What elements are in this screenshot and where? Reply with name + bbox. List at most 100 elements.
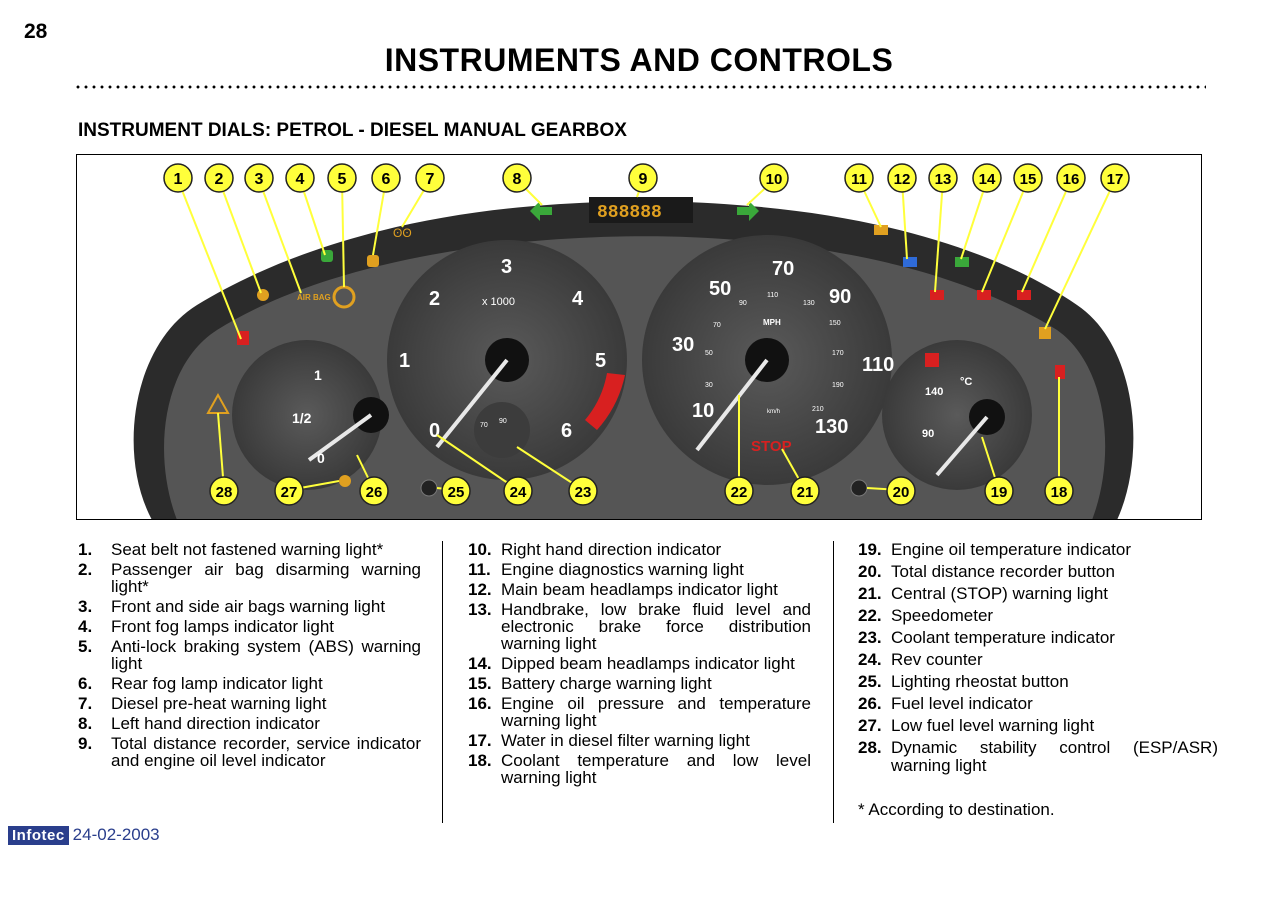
legend-item: 3.Front and side air bags warning light	[78, 597, 386, 616]
legend-item: 14.Dipped beam headlamps indicator light	[468, 654, 795, 673]
svg-text:MPH: MPH	[763, 318, 781, 327]
legend-item: 5.Anti-lock braking system (ABS) warning…	[78, 637, 421, 673]
svg-text:170: 170	[832, 350, 844, 357]
svg-text:12: 12	[894, 171, 911, 188]
callout-18: 18	[1044, 476, 1074, 506]
legend-item: 13.Handbrake, low brake fluid level and …	[468, 600, 811, 653]
airbag-icon: AIR BAG	[297, 293, 331, 302]
legend-item: 15.Battery charge warning light	[468, 674, 712, 693]
speedometer-ticks: 70 50 90 30 110 10 130	[672, 258, 894, 438]
legend-item: 22.Speedometer	[858, 606, 994, 625]
svg-text:16: 16	[1063, 171, 1080, 188]
callout-15: 15	[1013, 163, 1043, 193]
oil-temp-warning-icon	[925, 353, 939, 367]
fuel-gauge-face	[232, 340, 382, 490]
svg-text:1: 1	[174, 171, 183, 188]
legend-item: 17.Water in diesel filter warning light	[468, 731, 750, 750]
callout-3: 3	[244, 163, 274, 193]
svg-text:6: 6	[382, 171, 391, 188]
svg-text:5: 5	[338, 171, 347, 188]
column-divider	[442, 541, 443, 823]
svg-text:1/2: 1/2	[292, 410, 312, 426]
legend-item: 11.Engine diagnostics warning light	[468, 560, 744, 579]
footer-date: 24-02-2003	[72, 825, 160, 844]
preheat-icon: ʘʘ	[393, 226, 412, 240]
footer: Infotec 24-02-2003	[8, 825, 160, 845]
callout-9: 9	[628, 163, 658, 193]
legend-item: 18.Coolant temperature and low level war…	[468, 751, 811, 787]
legend-item: 12.Main beam headlamps indicator light	[468, 580, 778, 599]
svg-text:24: 24	[510, 484, 527, 501]
instrument-panel-diagram: 3 2 4 1 5 0 6 x 1000 70 90 70 50 90 30 1…	[76, 154, 1202, 520]
legend-column-1: 1.Seat belt not fastened warning light* …	[78, 541, 421, 772]
legend-column-3: 19.Engine oil temperature indicator 20.T…	[858, 540, 1218, 819]
legend-item: 4.Front fog lamps indicator light	[78, 617, 334, 636]
legend-item: 19.Engine oil temperature indicator	[858, 540, 1132, 559]
svg-text:150: 150	[829, 320, 841, 327]
svg-text:23: 23	[575, 484, 592, 501]
trip-reset-button	[850, 479, 868, 497]
stop-warning-light: STOP	[751, 438, 792, 455]
legend-item: 28.Dynamic stability control (ESP/ASR) w…	[858, 738, 1218, 775]
svg-text:28: 28	[216, 484, 233, 501]
legend-item: 9.Total distance recorder, service indic…	[78, 734, 421, 770]
svg-text:7: 7	[426, 171, 435, 188]
svg-text:0: 0	[317, 450, 325, 466]
legend-item: 20.Total distance recorder button	[858, 562, 1115, 581]
callout-26: 26	[359, 476, 389, 506]
svg-text:13: 13	[935, 171, 952, 188]
svg-text:2: 2	[429, 288, 440, 310]
svg-text:10: 10	[692, 400, 714, 422]
callout-21: 21	[790, 476, 820, 506]
svg-text:9: 9	[639, 171, 648, 188]
callout-22: 22	[724, 476, 754, 506]
callout-23: 23	[568, 476, 598, 506]
passenger-airbag-icon	[257, 289, 269, 301]
legend-item: 2.Passenger air bag disarming warning li…	[78, 560, 421, 596]
svg-text:110: 110	[862, 354, 894, 376]
callout-14: 14	[972, 163, 1002, 193]
page-number: 28	[24, 20, 48, 43]
svg-text:2: 2	[215, 171, 224, 188]
rear-fog-icon	[367, 255, 379, 267]
front-fog-icon	[321, 250, 333, 262]
legend-item: 7.Diesel pre-heat warning light	[78, 694, 327, 713]
svg-text:140: 140	[925, 386, 943, 398]
svg-text:8: 8	[513, 171, 522, 188]
svg-text:18: 18	[1051, 484, 1068, 501]
svg-text:5: 5	[595, 350, 606, 372]
callout-6: 6	[371, 163, 401, 193]
svg-text:210: 210	[812, 406, 824, 413]
svg-text:90: 90	[922, 428, 934, 440]
svg-text:26: 26	[366, 484, 383, 501]
legend-item: 21.Central (STOP) warning light	[858, 584, 1108, 603]
callout-markers: 1 2 3 4 5 6 7 8 9 10 11 12 13 14 15 16 1…	[163, 163, 1130, 506]
svg-text:km/h: km/h	[767, 409, 780, 415]
svg-text:1: 1	[314, 367, 322, 383]
svg-text:1: 1	[399, 350, 410, 372]
svg-text:110: 110	[767, 292, 778, 299]
svg-text:70: 70	[713, 322, 721, 329]
svg-text:14: 14	[979, 171, 996, 188]
speedometer-mph-ticks: 70 90 110 130 150 170 190 210 30 50	[705, 292, 844, 413]
legend-item: 23.Coolant temperature indicator	[858, 628, 1115, 647]
column-divider	[833, 541, 834, 823]
svg-text:30: 30	[672, 334, 694, 356]
svg-text:30: 30	[705, 382, 713, 389]
callout-7: 7	[415, 163, 445, 193]
rheostat-button	[420, 479, 438, 497]
callout-1: 1	[163, 163, 193, 193]
callout-11: 11	[844, 163, 874, 193]
callout-12: 12	[887, 163, 917, 193]
battery-icon	[977, 290, 991, 300]
infotec-logo: Infotec	[8, 825, 69, 845]
svg-text:90: 90	[739, 300, 747, 307]
legend-item: 10.Right hand direction indicator	[468, 540, 722, 559]
callout-16: 16	[1056, 163, 1086, 193]
legend-item: 6.Rear fog lamp indicator light	[78, 674, 323, 693]
svg-text:27: 27	[281, 484, 298, 501]
engine-diagnostic-icon	[874, 225, 888, 235]
svg-text:x 1000: x 1000	[482, 296, 515, 308]
svg-text:130: 130	[803, 300, 815, 307]
legend-item: 25.Lighting rheostat button	[858, 672, 1069, 691]
